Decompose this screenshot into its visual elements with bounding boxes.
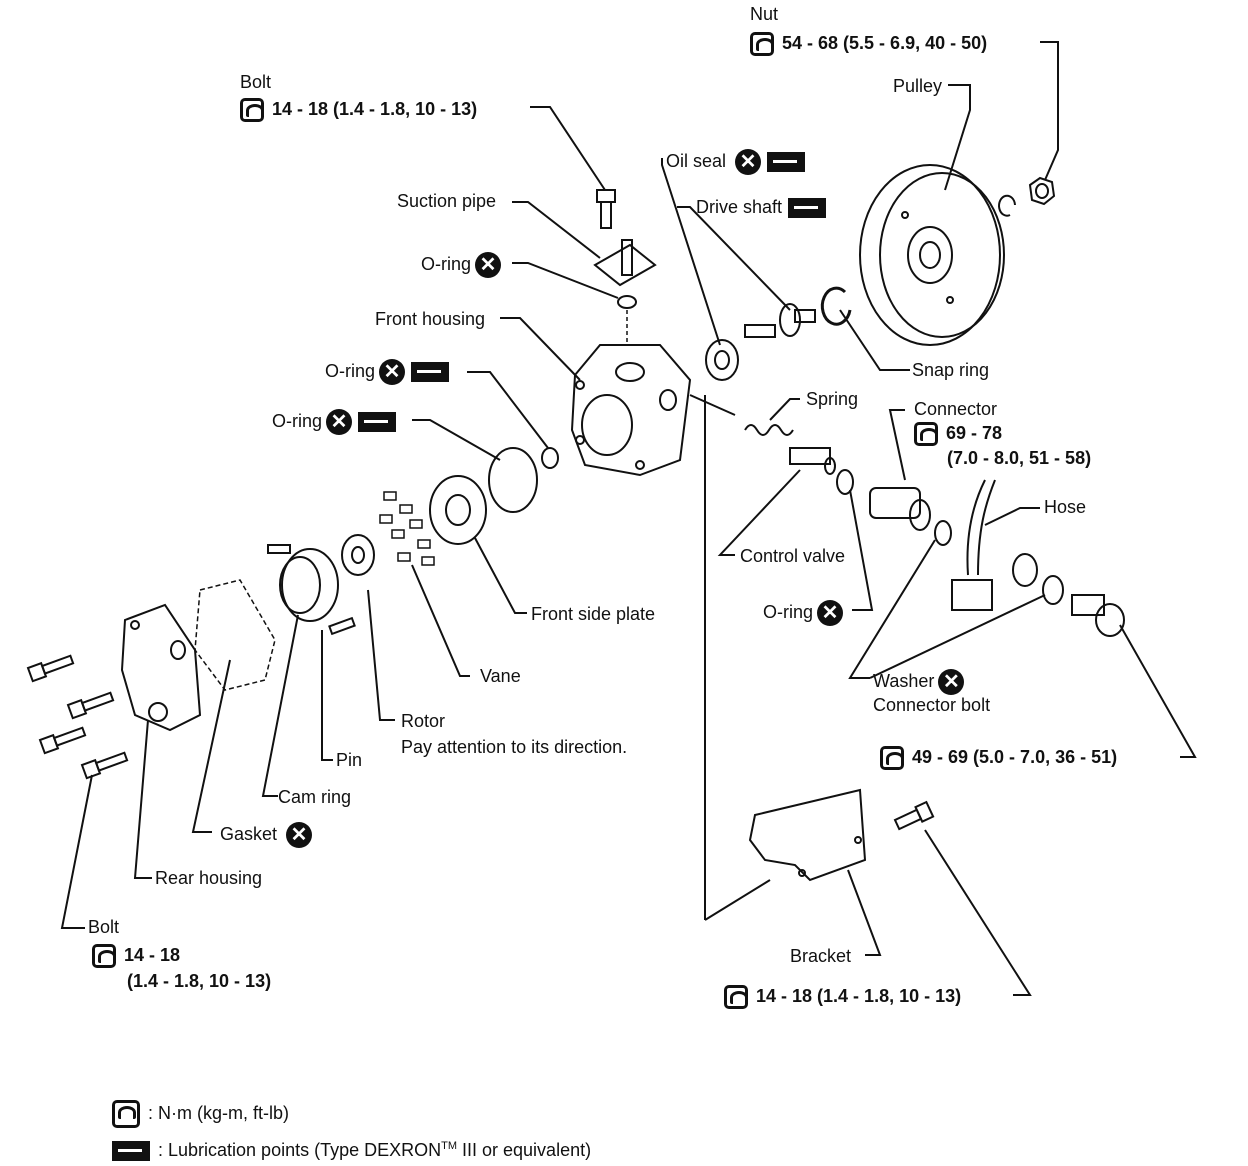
nut — [1028, 176, 1056, 206]
torque-icon — [750, 32, 774, 56]
snap-ring-label: Snap ring — [912, 360, 990, 380]
leader-lines — [60, 41, 1197, 996]
oil-seal — [705, 339, 739, 381]
oring-small — [541, 447, 559, 469]
gasket — [194, 579, 276, 691]
control-valve — [789, 447, 836, 475]
washer-1 — [934, 520, 952, 546]
snap-ring — [820, 286, 852, 326]
replace-icon: ✕ — [379, 359, 406, 385]
bolt-top-torque: 14 - 18 (1.4 - 1.8, 10 - 13) — [240, 98, 477, 122]
suction-pipe-label: Suction pipe — [397, 191, 497, 211]
torque-icon — [724, 985, 748, 1009]
replace-icon: ✕ — [817, 600, 844, 626]
front-housing-label: Front housing — [375, 309, 486, 329]
nut-torque: 54 - 68 (5.5 - 6.9, 40 - 50) — [750, 32, 987, 56]
rear-bolts — [26, 654, 129, 780]
torque-icon — [914, 422, 938, 446]
washer-label: Washer✕ — [873, 669, 965, 695]
washer-2 — [1042, 575, 1064, 605]
torque-icon — [112, 1100, 140, 1128]
connector-torque: 69 - 78 — [914, 422, 1002, 446]
suction-pipe — [593, 239, 657, 287]
connector-bolt — [1071, 594, 1125, 637]
hose-label: Hose — [1044, 497, 1087, 517]
spring-label: Spring — [806, 389, 859, 409]
lubrication-icon — [358, 412, 397, 432]
replace-icon: ✕ — [475, 252, 502, 278]
bolt-bottom-torque-2: (1.4 - 1.8, 10 - 13) — [127, 971, 272, 991]
front-housing — [570, 344, 692, 477]
oring-3-label: O-ring✕ — [272, 409, 397, 435]
torque-icon — [240, 98, 264, 122]
oring-valve — [836, 469, 854, 495]
oring-large — [488, 447, 538, 513]
pin-label: Pin — [336, 750, 363, 770]
cam-ring — [279, 548, 339, 622]
front-side-plate — [429, 475, 487, 545]
lubrication-icon — [788, 198, 827, 219]
bracket-label: Bracket — [790, 946, 852, 966]
vane-label: Vane — [480, 666, 521, 686]
gasket-label: Gasket ✕ — [220, 822, 313, 848]
hose — [951, 479, 1038, 611]
front-side-plate-label: Front side plate — [531, 604, 656, 624]
vanes — [379, 491, 435, 566]
pulley — [859, 164, 1005, 346]
bolt-bottom-torque: 14 - 18 — [92, 944, 180, 968]
torque-icon — [92, 944, 116, 968]
replace-icon: ✕ — [326, 409, 353, 435]
rear-housing-label: Rear housing — [155, 868, 263, 888]
legend-torque: : N·m (kg-m, ft-lb) — [112, 1100, 289, 1128]
bolt-top — [596, 189, 616, 229]
control-valve-label: Control valve — [740, 546, 846, 566]
rear-housing — [120, 603, 202, 732]
oring-1-label: O-ring✕ — [421, 252, 502, 278]
replace-icon: ✕ — [735, 149, 762, 175]
bolt-bottom-label: Bolt — [88, 917, 120, 937]
oil-seal-label: Oil seal ✕ — [666, 149, 806, 175]
pin — [328, 616, 356, 636]
lubrication-icon — [112, 1141, 150, 1162]
connector-torque-2: (7.0 - 8.0, 51 - 58) — [947, 448, 1092, 468]
washer-small — [998, 194, 1016, 217]
bracket — [748, 788, 867, 882]
replace-icon: ✕ — [938, 669, 965, 695]
rotor — [341, 534, 375, 576]
connector-bolt-torque: 49 - 69 (5.0 - 7.0, 36 - 51) — [880, 746, 1117, 770]
drive-shaft — [744, 303, 816, 338]
pin-top — [267, 544, 291, 554]
connector-bolt-label: Connector bolt — [873, 695, 991, 715]
bracket-bolt — [893, 800, 935, 831]
oring-4-label: O-ring✕ — [763, 600, 844, 626]
pulley-label: Pulley — [893, 76, 943, 96]
cam-ring-label: Cam ring — [278, 787, 352, 807]
connector — [869, 487, 931, 531]
spring — [744, 424, 794, 436]
nut-label: Nut — [750, 4, 779, 24]
connector-label: Connector — [914, 399, 998, 419]
lubrication-icon — [767, 152, 806, 172]
bracket-torque: 14 - 18 (1.4 - 1.8, 10 - 13) — [724, 985, 961, 1009]
torque-icon — [880, 746, 904, 770]
oring-2-label: O-ring✕ — [325, 359, 450, 385]
lubrication-icon — [411, 362, 450, 382]
drive-shaft-label: Drive shaft — [696, 197, 827, 219]
rotor-note: Pay attention to its direction. — [401, 737, 628, 757]
replace-icon: ✕ — [286, 822, 313, 848]
legend-lubrication: : Lubrication points (Type DEXRONTM III … — [112, 1136, 591, 1162]
oring-suction — [617, 295, 637, 309]
bolt-top-label: Bolt — [240, 72, 272, 92]
rotor-label: Rotor — [401, 711, 446, 731]
